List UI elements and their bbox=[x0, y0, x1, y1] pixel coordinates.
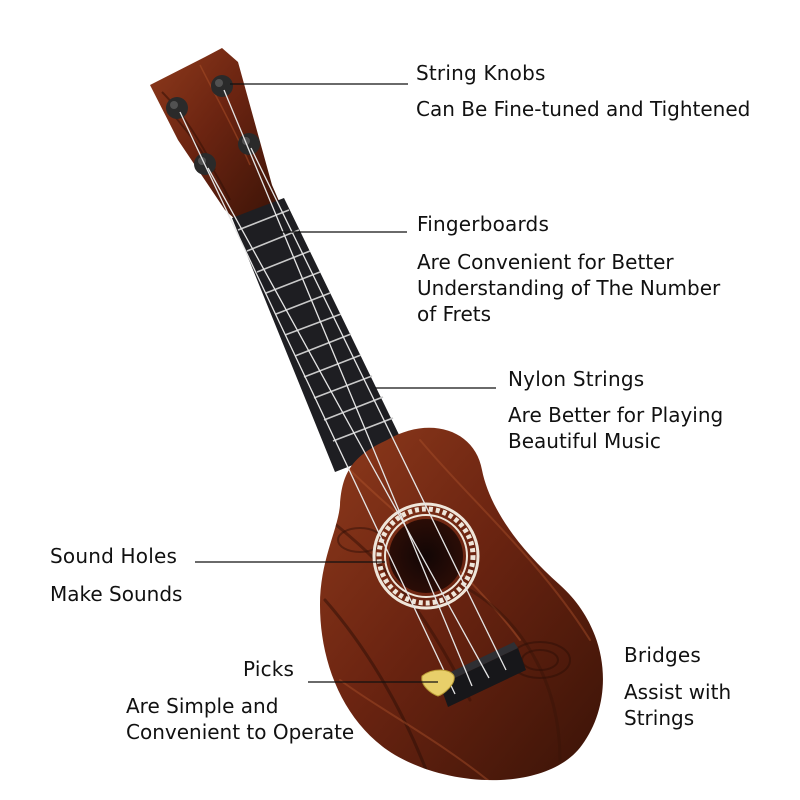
label-picks-desc: Are Simple and Convenient to Operate bbox=[126, 694, 355, 744]
label-bridges-desc: Assist with Strings bbox=[624, 680, 732, 730]
label-fingerboards-title: Fingerboards bbox=[417, 212, 550, 236]
label-picks-title: Picks bbox=[243, 657, 295, 681]
leader-lines bbox=[195, 83, 496, 683]
ukulele-body bbox=[320, 427, 603, 781]
sound-hole-rosette bbox=[372, 502, 480, 610]
label-string-knobs-desc: Can Be Fine-tuned and Tightened bbox=[416, 97, 751, 121]
label-string-knobs-title: String Knobs bbox=[416, 61, 546, 85]
label-nylon-strings-desc: Are Better for Playing Beautiful Music bbox=[508, 403, 724, 453]
label-fingerboards-desc: Are Convenient for Better Understanding … bbox=[417, 250, 721, 326]
label-bridges-title: Bridges bbox=[624, 643, 702, 667]
fretboard bbox=[232, 198, 404, 472]
label-sound-holes-title: Sound Holes bbox=[50, 544, 178, 568]
guitar-pick-icon bbox=[421, 669, 455, 697]
headstock bbox=[150, 48, 282, 222]
strings bbox=[179, 89, 507, 695]
label-sound-holes-desc: Make Sounds bbox=[50, 582, 183, 606]
label-nylon-strings-title: Nylon Strings bbox=[508, 367, 645, 391]
